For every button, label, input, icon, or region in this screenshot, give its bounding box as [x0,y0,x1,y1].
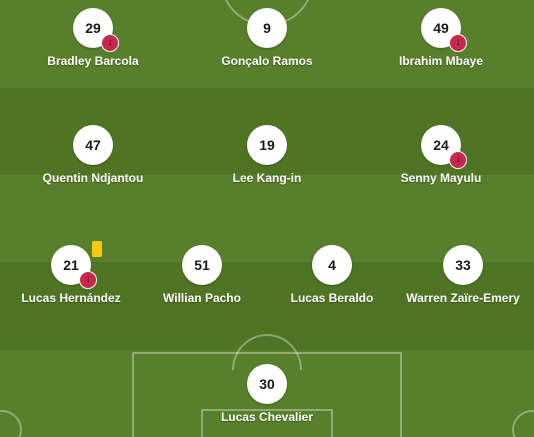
player-number: 51 [194,257,210,273]
player-number-badge: 33 [443,245,483,285]
penalty-box [132,352,402,437]
player-name: Lucas Chevalier [220,410,314,424]
player-number: 21 [63,257,79,273]
pitch-stripe [0,175,534,262]
player-number: 29 [85,20,101,36]
arrow-down-icon: ↓ [449,34,467,52]
arrow-down-icon: ↓ [101,34,119,52]
player-number: 47 [85,137,101,153]
player[interactable]: 21 ↓ Lucas Hernández [0,241,146,305]
player[interactable]: 9 Gonçalo Ramos [192,8,342,68]
player-name: Lee Kang-in [232,171,302,185]
arrow-down-icon: ↓ [79,271,97,289]
player-number-badge: 9 [247,8,287,48]
corner-arc-right [512,410,534,437]
player[interactable]: 47 Quentin Ndjantou [18,125,168,185]
player-number: 30 [259,376,275,392]
player-number-badge: 47 [73,125,113,165]
player-number: 24 [433,137,449,153]
player[interactable]: 51 Willian Pacho [127,245,277,305]
player-number-badge: 51 [182,245,222,285]
player-number-badge: 30 [247,364,287,404]
player-number: 49 [433,20,449,36]
player[interactable]: 24 ↓ Senny Mayulu [366,125,516,185]
player-name: Bradley Barcola [47,54,139,68]
goal-box [201,409,333,437]
player-number: 19 [259,137,275,153]
player-name: Quentin Ndjantou [42,171,144,185]
player-number-badge: 4 [312,245,352,285]
player-number-badge: 49 ↓ [421,8,467,52]
player[interactable]: 29 ↓ Bradley Barcola [18,8,168,68]
arrow-down-icon: ↓ [449,151,467,169]
player[interactable]: 30 Lucas Chevalier [192,364,342,424]
player-number: 4 [328,257,336,273]
player-name: Ibrahim Mbaye [398,54,484,68]
player-number-badge: 29 ↓ [73,8,119,52]
player-number-badge: 24 ↓ [421,125,467,169]
player-name: Willian Pacho [163,291,241,305]
player-number: 33 [455,257,471,273]
player[interactable]: 49 ↓ Ibrahim Mbaye [366,8,516,68]
player-name: Lucas Beraldo [290,291,374,305]
player-number: 9 [263,20,271,36]
player[interactable]: 19 Lee Kang-in [192,125,342,185]
player-number-badge: 19 [247,125,287,165]
player-name: Warren Zaïre-Emery [406,291,520,305]
player-name: Senny Mayulu [400,171,482,185]
player[interactable]: 33 Warren Zaïre-Emery [388,245,534,305]
player[interactable]: 4 Lucas Beraldo [257,245,407,305]
player-name: Lucas Hernández [21,291,121,305]
yellow-card-icon [92,241,102,257]
player-name: Gonçalo Ramos [221,54,313,68]
player-number-badge: 21 ↓ [51,241,102,289]
